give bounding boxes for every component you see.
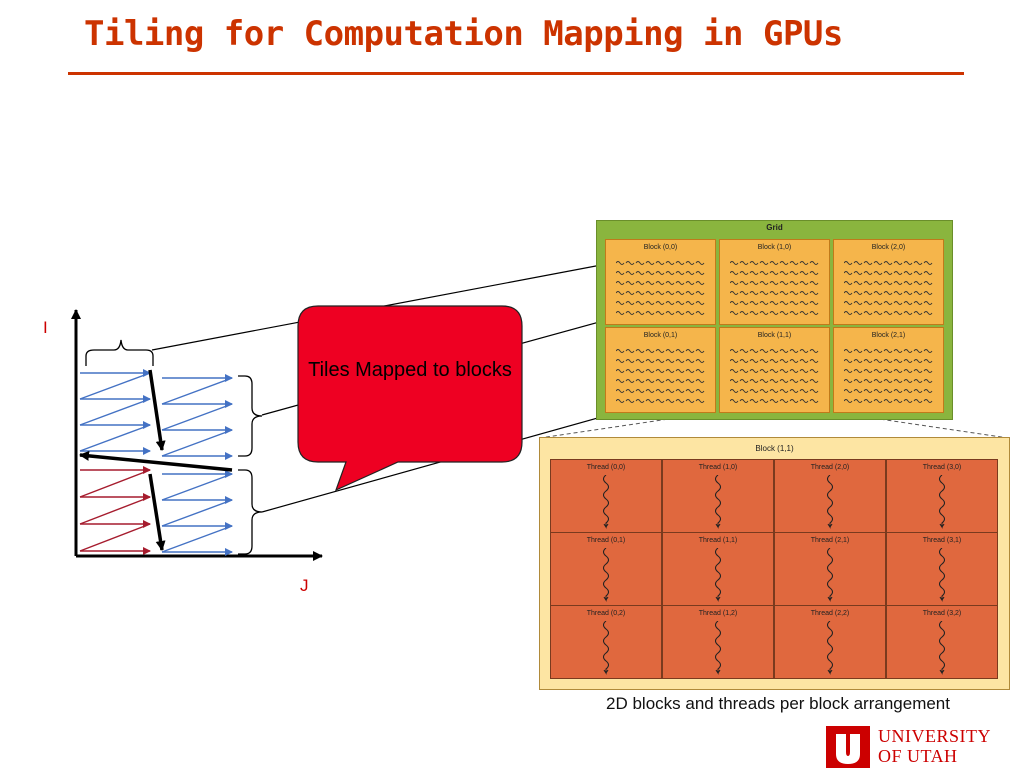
grid-block: Block (0,1)	[605, 327, 716, 413]
i-axis-label: I	[43, 318, 48, 337]
thread-cell: Thread (2,0)	[774, 459, 886, 533]
block-label: Block (0,0)	[643, 244, 678, 251]
tile-bottom-left	[79, 466, 151, 555]
block-label: Block (2,0)	[871, 244, 906, 251]
thread-label: Thread (3,0)	[922, 464, 962, 471]
thread-cell: Thread (3,0)	[886, 459, 998, 533]
thread-wave	[826, 548, 834, 601]
thread-wave	[714, 475, 722, 528]
thread-label: Thread (0,1)	[586, 537, 626, 544]
thread-cell: Thread (0,1)	[550, 532, 662, 606]
grid-block: Block (1,0)	[719, 239, 830, 325]
grid-block: Block (2,0)	[833, 239, 944, 325]
tile-bottom-right	[161, 470, 233, 556]
thread-cell: Thread (2,1)	[774, 532, 886, 606]
thread-label: Thread (0,2)	[586, 610, 626, 617]
thread-squiggles	[844, 261, 933, 315]
callout-bubble	[297, 305, 523, 492]
thread-wave	[938, 621, 946, 674]
tile-order-arrow-1	[148, 369, 166, 451]
grid-block: Block (2,1)	[833, 327, 944, 413]
logo-text-line2: OF UTAH	[878, 746, 958, 766]
block-label: Block (1,0)	[757, 244, 792, 251]
thread-label: Thread (1,0)	[698, 464, 738, 471]
thread-wave	[602, 548, 610, 601]
thread-label: Thread (1,2)	[698, 610, 738, 617]
thread-squiggles	[730, 349, 819, 403]
cuda-grid-panel: Grid Block (0,0) Block (1,0) Block (2,0)…	[596, 220, 953, 420]
thread-cell: Thread (0,2)	[550, 605, 662, 679]
grid-block: Block (0,0)	[605, 239, 716, 325]
thread-label: Thread (2,2)	[810, 610, 850, 617]
callout-text: Tiles Mapped to blocks	[308, 359, 512, 381]
u-logo-icon	[826, 726, 870, 768]
right-brace-1	[238, 375, 263, 457]
grid-block: Block (1,1)	[719, 327, 830, 413]
thread-cell: Thread (3,1)	[886, 532, 998, 606]
thread-squiggles	[616, 349, 705, 403]
right-brace-2	[238, 469, 263, 555]
block-detail-title: Block (1,1)	[755, 444, 794, 453]
thread-label: Thread (3,1)	[922, 537, 962, 544]
thread-wave	[826, 475, 834, 528]
thread-cell: Thread (2,2)	[774, 605, 886, 679]
tile-order-arrow-3	[148, 473, 166, 551]
thread-squiggles	[844, 349, 933, 403]
thread-wave	[714, 548, 722, 601]
slide-title: Tiling for Computation Mapping in GPUs	[84, 14, 843, 54]
tile-order-arrow-2	[79, 450, 233, 472]
thread-wave	[602, 621, 610, 674]
thread-cell: Thread (1,1)	[662, 532, 774, 606]
thread-wave	[938, 548, 946, 601]
top-brace	[85, 339, 154, 366]
block-detail-panel: Block (1,1) Thread (0,0) Thread (1,0) Th…	[539, 437, 1010, 690]
thread-squiggles	[730, 261, 819, 315]
thread-wave	[938, 475, 946, 528]
thread-cell: Thread (1,0)	[662, 459, 774, 533]
thread-label: Thread (3,2)	[922, 610, 962, 617]
figure-caption: 2D blocks and threads per block arrangem…	[606, 694, 950, 713]
thread-squiggles	[616, 261, 705, 315]
grid-title: Grid	[766, 223, 783, 232]
university-logo: UNIVERSITY OF UTAH	[826, 726, 1022, 768]
title-underline	[68, 72, 964, 75]
thread-label: Thread (0,0)	[586, 464, 626, 471]
thread-cell: Thread (3,2)	[886, 605, 998, 679]
thread-cell: Thread (0,0)	[550, 459, 662, 533]
logo-text-line1: UNIVERSITY	[878, 726, 991, 746]
thread-label: Thread (2,0)	[810, 464, 850, 471]
thread-wave	[714, 621, 722, 674]
thread-label: Thread (1,1)	[698, 537, 738, 544]
thread-cell: Thread (1,2)	[662, 605, 774, 679]
block-label: Block (2,1)	[871, 332, 906, 339]
block-label: Block (0,1)	[643, 332, 678, 339]
thread-wave	[602, 475, 610, 528]
tile-top-left	[79, 369, 151, 455]
thread-wave	[826, 621, 834, 674]
thread-label: Thread (2,1)	[810, 537, 850, 544]
tile-top-right	[161, 374, 233, 460]
block-label: Block (1,1)	[757, 332, 792, 339]
j-axis-label: J	[300, 576, 309, 595]
